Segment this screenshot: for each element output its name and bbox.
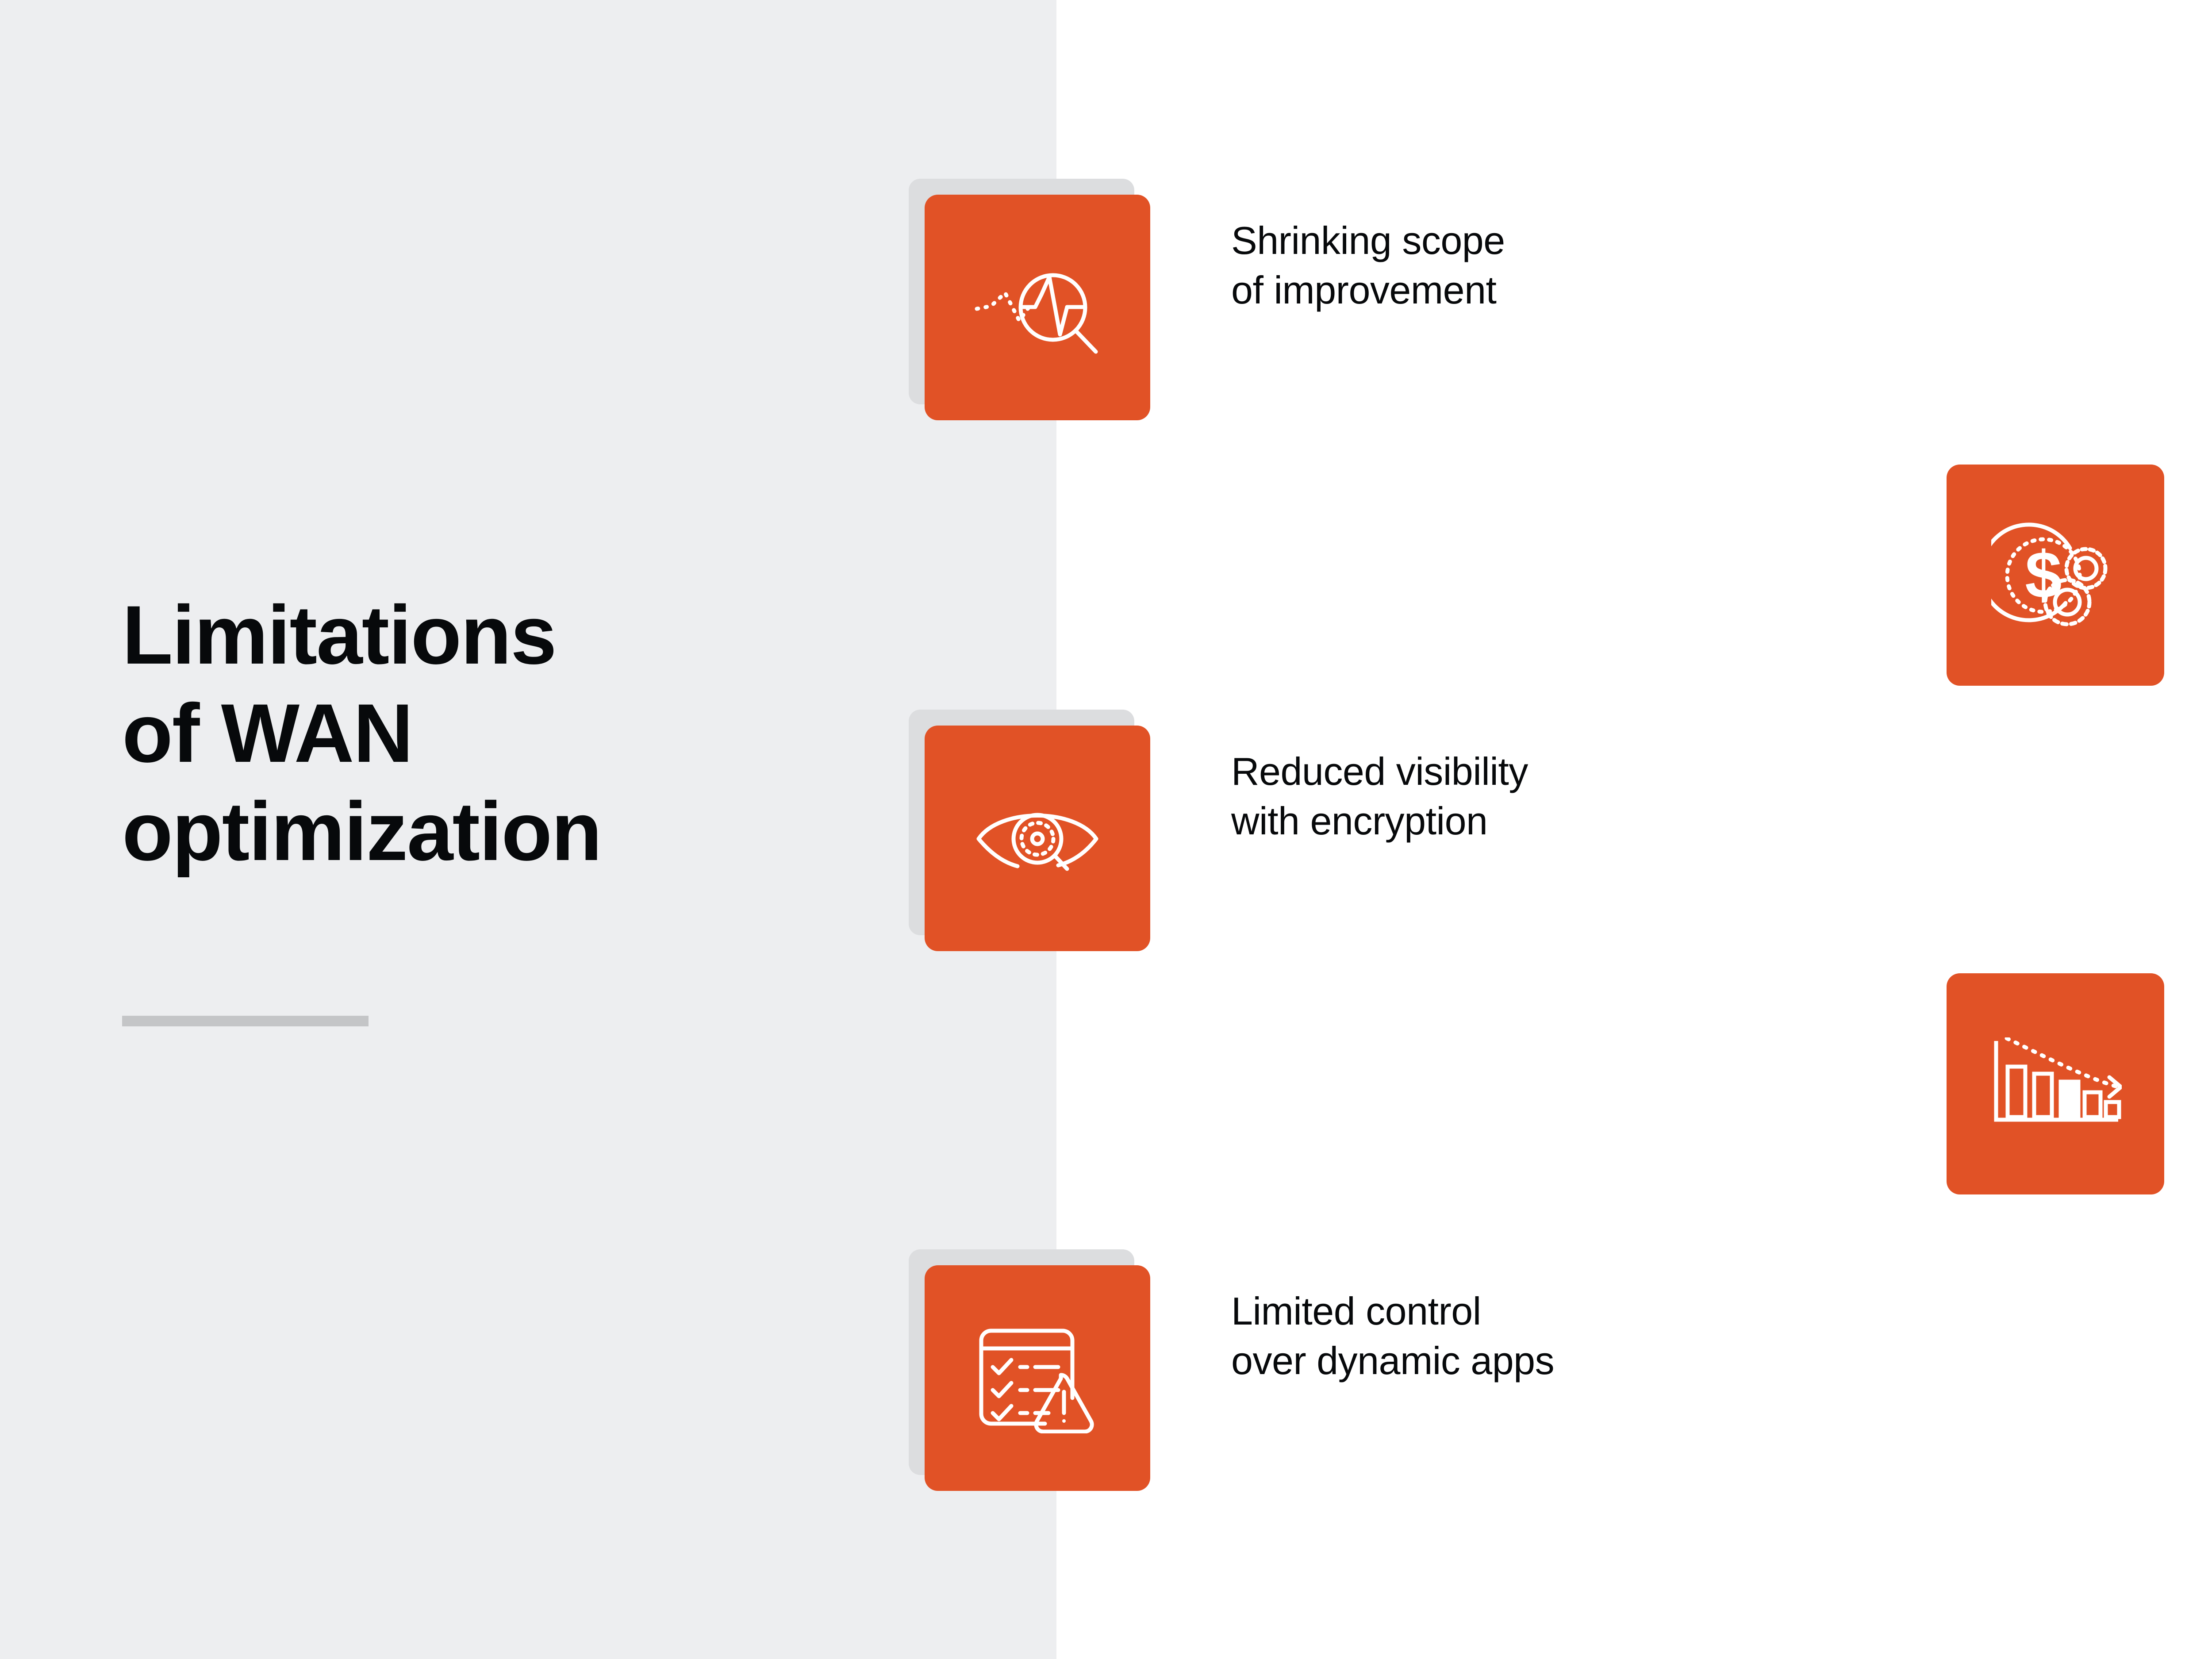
list-item-label: Reduced visibility with encryption <box>1231 747 1528 846</box>
list-item: $ Processing overhead <box>1947 465 2212 686</box>
list-item: Reduced visibility with encryption <box>909 710 1528 951</box>
page-title-line-2: of WAN <box>122 686 413 780</box>
page-title-line-3: optimization <box>122 784 602 878</box>
icon-tile-wrapper <box>909 179 1150 420</box>
analytics-magnifier-icon <box>973 252 1102 363</box>
icon-tile <box>925 1265 1150 1491</box>
icon-tile <box>925 726 1150 951</box>
dollar-gears-icon: $ <box>1991 515 2120 635</box>
checklist-warning-icon <box>978 1323 1097 1433</box>
list-item: Limited control over dynamic apps <box>909 1249 1555 1491</box>
list-item-label-line-2: with encryption <box>1231 799 1488 843</box>
list-item-label-line-1: Shrinking scope <box>1231 219 1505 262</box>
list-item-label: Limited control over dynamic apps <box>1231 1286 1555 1386</box>
icon-tile-wrapper <box>909 1249 1150 1491</box>
title-divider <box>122 1016 369 1026</box>
list-item-label-line-2: over dynamic apps <box>1231 1338 1555 1382</box>
list-item-label-line-2: of improvement <box>1231 268 1497 312</box>
page-title-line-1: Limitations <box>122 588 557 681</box>
eye-magnifier-icon <box>973 796 1102 880</box>
icon-tile-wrapper <box>909 710 1150 951</box>
icon-tile <box>1947 973 2164 1194</box>
list-item-label: Shrinking scope of improvement <box>1231 216 1505 315</box>
icon-tile: $ <box>1947 465 2164 686</box>
icon-tile-wrapper <box>1947 973 2164 1194</box>
declining-bar-chart-icon <box>1989 1037 2122 1130</box>
icon-tile <box>925 195 1150 420</box>
list-item: Shrinking scope of improvement <box>909 179 1505 420</box>
icon-tile-wrapper: $ <box>1947 465 2164 686</box>
list-item-label-line-1: Limited control <box>1231 1289 1481 1333</box>
page-title: Limitations of WAN optimization <box>122 586 874 880</box>
list-item: Diminishing returns with modern SD-WAN &… <box>1947 973 2212 1194</box>
left-title-panel <box>0 0 1056 1659</box>
list-item-label-line-1: Reduced visibility <box>1231 749 1528 793</box>
